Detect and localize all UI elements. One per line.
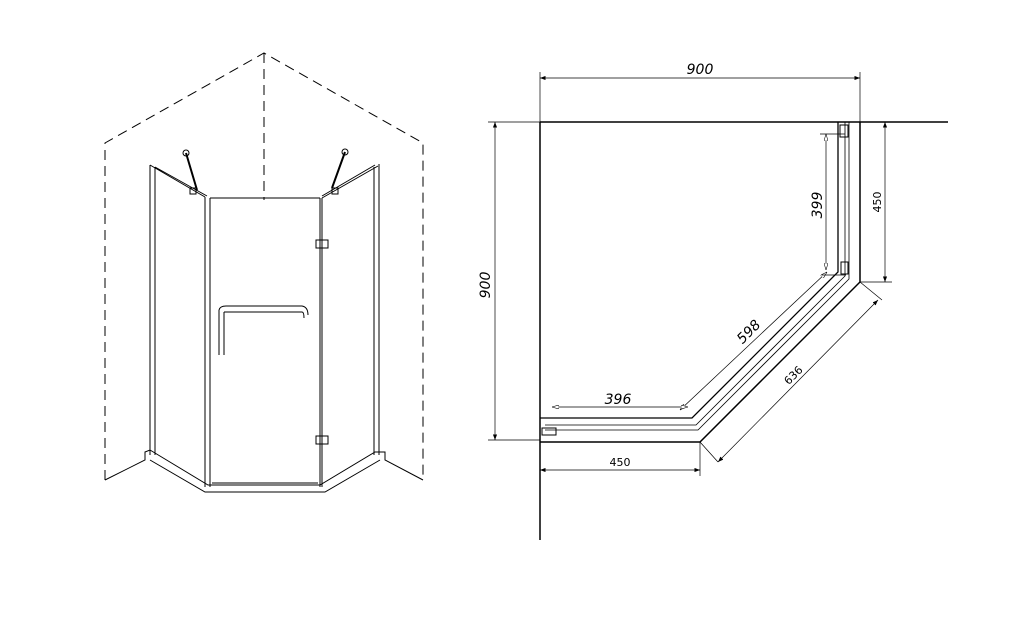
dim-line-diagonal-inner (680, 272, 827, 410)
dim-side-depth: 450 (871, 192, 884, 213)
support-arm-left (182, 149, 198, 195)
support-arm-right (331, 148, 349, 195)
dimension-lines (488, 72, 892, 476)
shower-tray (104, 449, 424, 493)
perspective-view (104, 52, 424, 493)
tray-outline (540, 122, 861, 443)
extension-lines-diagonal-outer (699, 281, 883, 463)
extension-lines-overall-width (539, 72, 861, 122)
dim-front-width: 450 (610, 456, 631, 469)
hinge-top (315, 239, 329, 249)
dim-diagonal-inner: 598 (734, 317, 764, 347)
plan-view (488, 72, 948, 540)
dim-line-diagonal-outer (717, 299, 879, 463)
corner-bracket (840, 261, 849, 275)
dim-overall-depth: 900 (478, 272, 494, 299)
dim-inner-side: 399 (810, 192, 826, 219)
extension-lines-overall-depth (488, 121, 540, 441)
dim-diagonal-outer: 636 (782, 364, 806, 388)
door-handle (218, 305, 309, 355)
right-panel (321, 164, 380, 455)
dim-inner-front: 396 (605, 392, 632, 408)
door-panel (210, 197, 329, 487)
extension-lines-inner-side (820, 133, 846, 276)
wall-outline-dashed (104, 52, 424, 480)
dim-overall-width: 900 (687, 62, 714, 78)
wall-bracket-left (541, 427, 557, 436)
left-panel (149, 164, 211, 487)
wall-bracket-top (839, 124, 849, 138)
hinge-bottom (315, 435, 329, 445)
profile-mid (545, 122, 850, 431)
